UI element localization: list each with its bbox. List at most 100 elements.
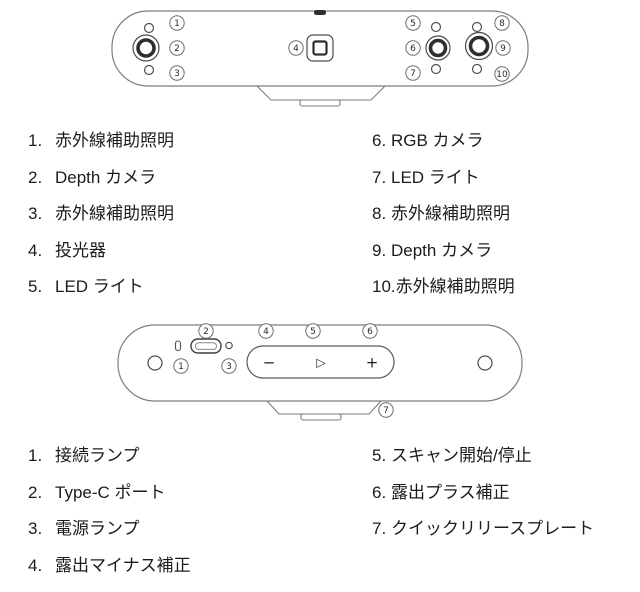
item-label: 赤外線補助照明: [55, 131, 174, 150]
callout-7: 7: [405, 65, 421, 81]
item-label: 赤外線補助照明: [55, 204, 174, 223]
lens-inner-ring: [136, 38, 156, 58]
item-label: 露出マイナス補正: [55, 555, 191, 575]
legend-item: 2. Type-C ポート: [28, 483, 191, 503]
item-label: 赤外線補助照明: [395, 277, 515, 296]
legend-item: 3. 赤外線補助照明: [28, 204, 174, 224]
quick-release-plate-front: [255, 85, 387, 107]
control-bar-outline: [246, 345, 395, 379]
legend-item: 1. 赤外線補助照明: [28, 131, 174, 151]
callout-9: 9: [495, 40, 511, 56]
svg-text:7: 7: [383, 406, 389, 416]
item-number: 7.: [372, 519, 387, 538]
svg-text:3: 3: [174, 69, 180, 79]
item-number: 4.: [28, 555, 43, 575]
item-label: 露出プラス補正: [391, 482, 510, 502]
legend-item: 5. スキャン開始/停止: [372, 446, 594, 466]
item-number: 7.: [372, 167, 387, 187]
item-label: Type-C ポート: [55, 482, 166, 502]
callout-3: 3: [221, 358, 237, 374]
svg-text:2: 2: [203, 327, 209, 337]
port-inner: [195, 342, 217, 350]
callout-2: 2: [169, 40, 185, 56]
item-label: Depth カメラ: [391, 240, 493, 260]
svg-text:6: 6: [367, 327, 373, 337]
svg-text:9: 9: [500, 44, 506, 54]
depth-camera-left: [132, 34, 160, 62]
svg-text:3: 3: [226, 362, 232, 372]
back-view-diagram: − ▷ + 1 2 3 4 5 6 7: [117, 323, 523, 421]
item-label: 電源ランプ: [55, 519, 140, 538]
callout-1: 1: [169, 15, 185, 31]
back-legend-right: 5. スキャン開始/停止 6. 露出プラス補正 7. クイックリリースプレート: [372, 446, 594, 556]
svg-text:4: 4: [263, 327, 269, 337]
ir-light-top-right: [471, 21, 483, 33]
connection-lamp: [174, 340, 182, 352]
mount-tab: [299, 99, 341, 107]
svg-text:5: 5: [310, 327, 316, 337]
legend-item: 3. 電源ランプ: [28, 519, 191, 539]
svg-text:7: 7: [410, 69, 416, 79]
item-number: 6.: [372, 131, 387, 150]
callout-6: 6: [405, 40, 421, 56]
callout-4: 4: [258, 323, 274, 339]
ir-light-bottom-right: [471, 63, 483, 75]
item-label: スキャン開始/停止: [391, 446, 532, 465]
svg-text:2: 2: [174, 44, 180, 54]
legend-item: 9. Depth カメラ: [372, 241, 515, 261]
legend-item: 4. 露出マイナス補正: [28, 556, 191, 576]
item-number: 1.: [28, 131, 43, 150]
svg-text:6: 6: [410, 44, 416, 54]
svg-text:8: 8: [499, 19, 505, 29]
exposure-plus-icon: +: [366, 354, 379, 372]
power-lamp: [225, 341, 233, 350]
item-number: 5.: [372, 446, 387, 465]
quick-release-plate-back: [265, 400, 383, 421]
item-label: LED ライト: [55, 277, 144, 296]
back-legend-left: 1. 接続ランプ 2. Type-C ポート 3. 電源ランプ 4. 露出マイナ…: [28, 446, 191, 592]
callout-4: 4: [288, 40, 304, 56]
svg-text:4: 4: [293, 44, 299, 54]
mount-trapezoid: [255, 85, 387, 101]
legend-item: 4. 投光器: [28, 241, 174, 261]
depth-camera-right: [464, 31, 494, 61]
legend-item: 8. 赤外線補助照明: [372, 204, 515, 224]
front-view-diagram: 1 2 3 4 5 6 7 8 9 10: [111, 10, 529, 107]
lens-inner-ring: [468, 35, 490, 57]
callout-2: 2: [198, 323, 214, 339]
rgb-camera: [425, 35, 451, 61]
item-number: 8.: [372, 204, 387, 223]
callout-3: 3: [169, 65, 185, 81]
callout-7: 7: [378, 402, 394, 418]
svg-text:1: 1: [178, 362, 184, 372]
lens-inner-ring: [428, 38, 448, 58]
front-legend-left: 1. 赤外線補助照明 2. Depth カメラ 3. 赤外線補助照明 4. 投光…: [28, 131, 174, 314]
callout-8: 8: [494, 15, 510, 31]
item-number: 2.: [28, 167, 43, 187]
projector-inner: [312, 40, 328, 56]
callout-6: 6: [362, 323, 378, 339]
item-number: 5.: [28, 277, 43, 296]
item-number: 2.: [28, 482, 43, 502]
item-number: 9.: [372, 240, 387, 260]
item-number: 10.: [372, 277, 396, 296]
legend-item: 10. 赤外線補助照明: [372, 277, 515, 297]
callout-10: 10: [494, 66, 510, 82]
item-label: クイックリリースプレート: [391, 519, 595, 538]
item-number: 6.: [372, 482, 387, 502]
item-number: 3.: [28, 519, 43, 538]
legend-item: 7. クイックリリースプレート: [372, 519, 594, 539]
type-c-port: [190, 338, 222, 354]
svg-text:10: 10: [496, 70, 508, 80]
item-label: 赤外線補助照明: [391, 204, 510, 223]
item-label: LED ライト: [391, 167, 480, 187]
scan-start-stop-icon: ▷: [316, 356, 326, 370]
item-label: RGB カメラ: [391, 131, 484, 150]
svg-text:5: 5: [410, 19, 416, 29]
legend-item: 5. LED ライト: [28, 277, 174, 297]
mount-tab: [300, 413, 342, 421]
projector: [306, 34, 334, 62]
front-legend-right: 6. RGB カメラ 7. LED ライト 8. 赤外線補助照明 9. Dept…: [372, 131, 515, 314]
control-bar: − ▷ +: [246, 345, 395, 379]
